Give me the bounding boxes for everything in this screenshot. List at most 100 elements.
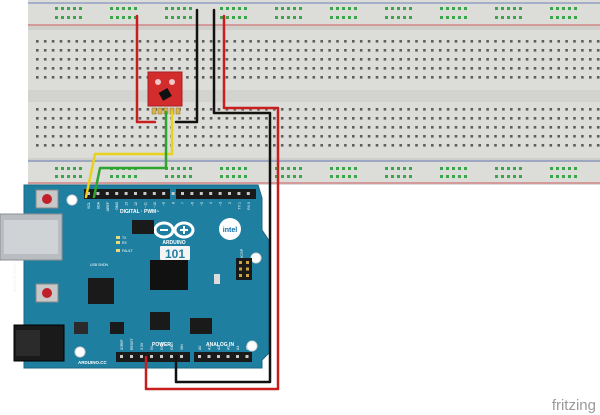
breadboard-hole — [312, 117, 316, 120]
breadboard-hole — [589, 67, 592, 70]
rail-hole — [330, 167, 333, 170]
breadboard-hole — [241, 76, 244, 79]
breadboard-hole — [122, 67, 126, 70]
rail-hole — [238, 7, 241, 10]
rail-hole — [336, 16, 339, 19]
rail-hole — [134, 16, 137, 19]
rail-hole — [501, 7, 504, 10]
breadboard-hole — [344, 126, 347, 129]
rail-hole — [122, 16, 125, 19]
breadboard-hole — [399, 108, 402, 111]
rail-hole — [299, 167, 302, 170]
breadboard-hole — [138, 49, 142, 52]
breadboard-hole — [154, 49, 158, 52]
breadboard-hole — [596, 67, 600, 70]
breadboard-hole — [138, 76, 142, 79]
rail-hole — [336, 175, 339, 178]
breadboard-hole — [249, 58, 252, 61]
rail-hole — [519, 16, 522, 19]
breadboard-hole — [265, 108, 268, 111]
breadboard-hole — [352, 76, 355, 79]
breadboard-hole — [581, 135, 584, 138]
breadboard-hole — [510, 67, 513, 70]
power-pin — [140, 355, 143, 358]
rail-hole — [232, 7, 235, 10]
breadboard-hole — [494, 58, 497, 61]
breadboard-hole — [478, 67, 481, 70]
breadboard-hole — [510, 108, 513, 111]
breadboard-hole — [525, 126, 529, 129]
breadboard-hole — [312, 49, 316, 52]
breadboard-hole — [375, 76, 379, 79]
breadboard-hole — [557, 144, 560, 147]
breadboard-hole — [130, 108, 134, 111]
rail-hole — [116, 16, 119, 19]
breadboard-hole — [209, 67, 213, 70]
breadboard-hole — [36, 67, 39, 70]
led-fault — [116, 249, 120, 252]
breadboard-hole — [494, 76, 497, 79]
breadboard-hole — [83, 40, 86, 43]
breadboard-hole — [249, 135, 252, 138]
breadboard-hole — [115, 67, 118, 70]
breadboard-hole — [596, 117, 600, 120]
breadboard-hole — [407, 126, 410, 129]
breadboard-hole — [225, 117, 229, 120]
breadboard-hole — [91, 135, 94, 138]
breadboard-hole — [320, 126, 323, 129]
breadboard-hole — [431, 49, 434, 52]
rail-hole — [244, 167, 247, 170]
breadboard-hole — [533, 40, 537, 43]
rail-hole — [550, 7, 553, 10]
breadboard-hole — [257, 144, 260, 147]
breadboard-hole — [209, 126, 213, 129]
rail-hole — [189, 7, 192, 10]
breadboard-hole — [391, 117, 395, 120]
breadboard-hole — [407, 76, 410, 79]
wire-green-sda — [92, 110, 168, 199]
rail-hole — [550, 16, 553, 19]
breadboard-hole — [217, 76, 221, 79]
breadboard-hole — [130, 76, 134, 79]
breadboard-hole — [502, 117, 505, 120]
master-reset-button-cap[interactable] — [42, 288, 52, 298]
breadboard-hole — [115, 108, 118, 111]
breadboard-hole — [478, 76, 481, 79]
breadboard-hole — [549, 76, 553, 79]
breadboard-hole — [51, 58, 55, 61]
breadboard-hole — [130, 117, 134, 120]
reset-button-cap[interactable] — [42, 194, 52, 204]
breadboard-hole — [565, 67, 568, 70]
rail-hole — [568, 175, 571, 178]
breadboard-hole — [344, 108, 347, 111]
rail-hole — [458, 7, 461, 10]
rail-hole — [574, 175, 577, 178]
breadboard-hole — [431, 108, 434, 111]
breadboard-hole — [336, 40, 339, 43]
rail-hole — [183, 175, 186, 178]
breadboard-hole — [375, 126, 379, 129]
breadboard-hole — [510, 76, 513, 79]
breadboard-hole — [273, 135, 276, 138]
breadboard-hole — [99, 67, 102, 70]
breadboard-hole — [99, 135, 102, 138]
rail-hole — [501, 175, 504, 178]
digital-header-label: DIGITAL · PWM~ — [120, 209, 159, 215]
breadboard-hole — [67, 76, 71, 79]
breadboard-hole — [391, 135, 395, 138]
breadboard-hole — [359, 76, 363, 79]
breadboard-hole — [280, 49, 284, 52]
breadboard-hole — [233, 126, 237, 129]
breadboard-hole — [407, 58, 410, 61]
breadboard-hole — [431, 76, 434, 79]
rail-hole — [348, 7, 351, 10]
breadboard-hole — [43, 144, 47, 147]
rail-hole — [464, 167, 467, 170]
breadboard-hole — [486, 126, 489, 129]
breadboard-hole — [162, 58, 165, 61]
breadboard-hole — [344, 144, 347, 147]
breadboard-hole — [186, 58, 189, 61]
breadboard-hole — [209, 108, 213, 111]
breadboard-hole — [391, 40, 395, 43]
